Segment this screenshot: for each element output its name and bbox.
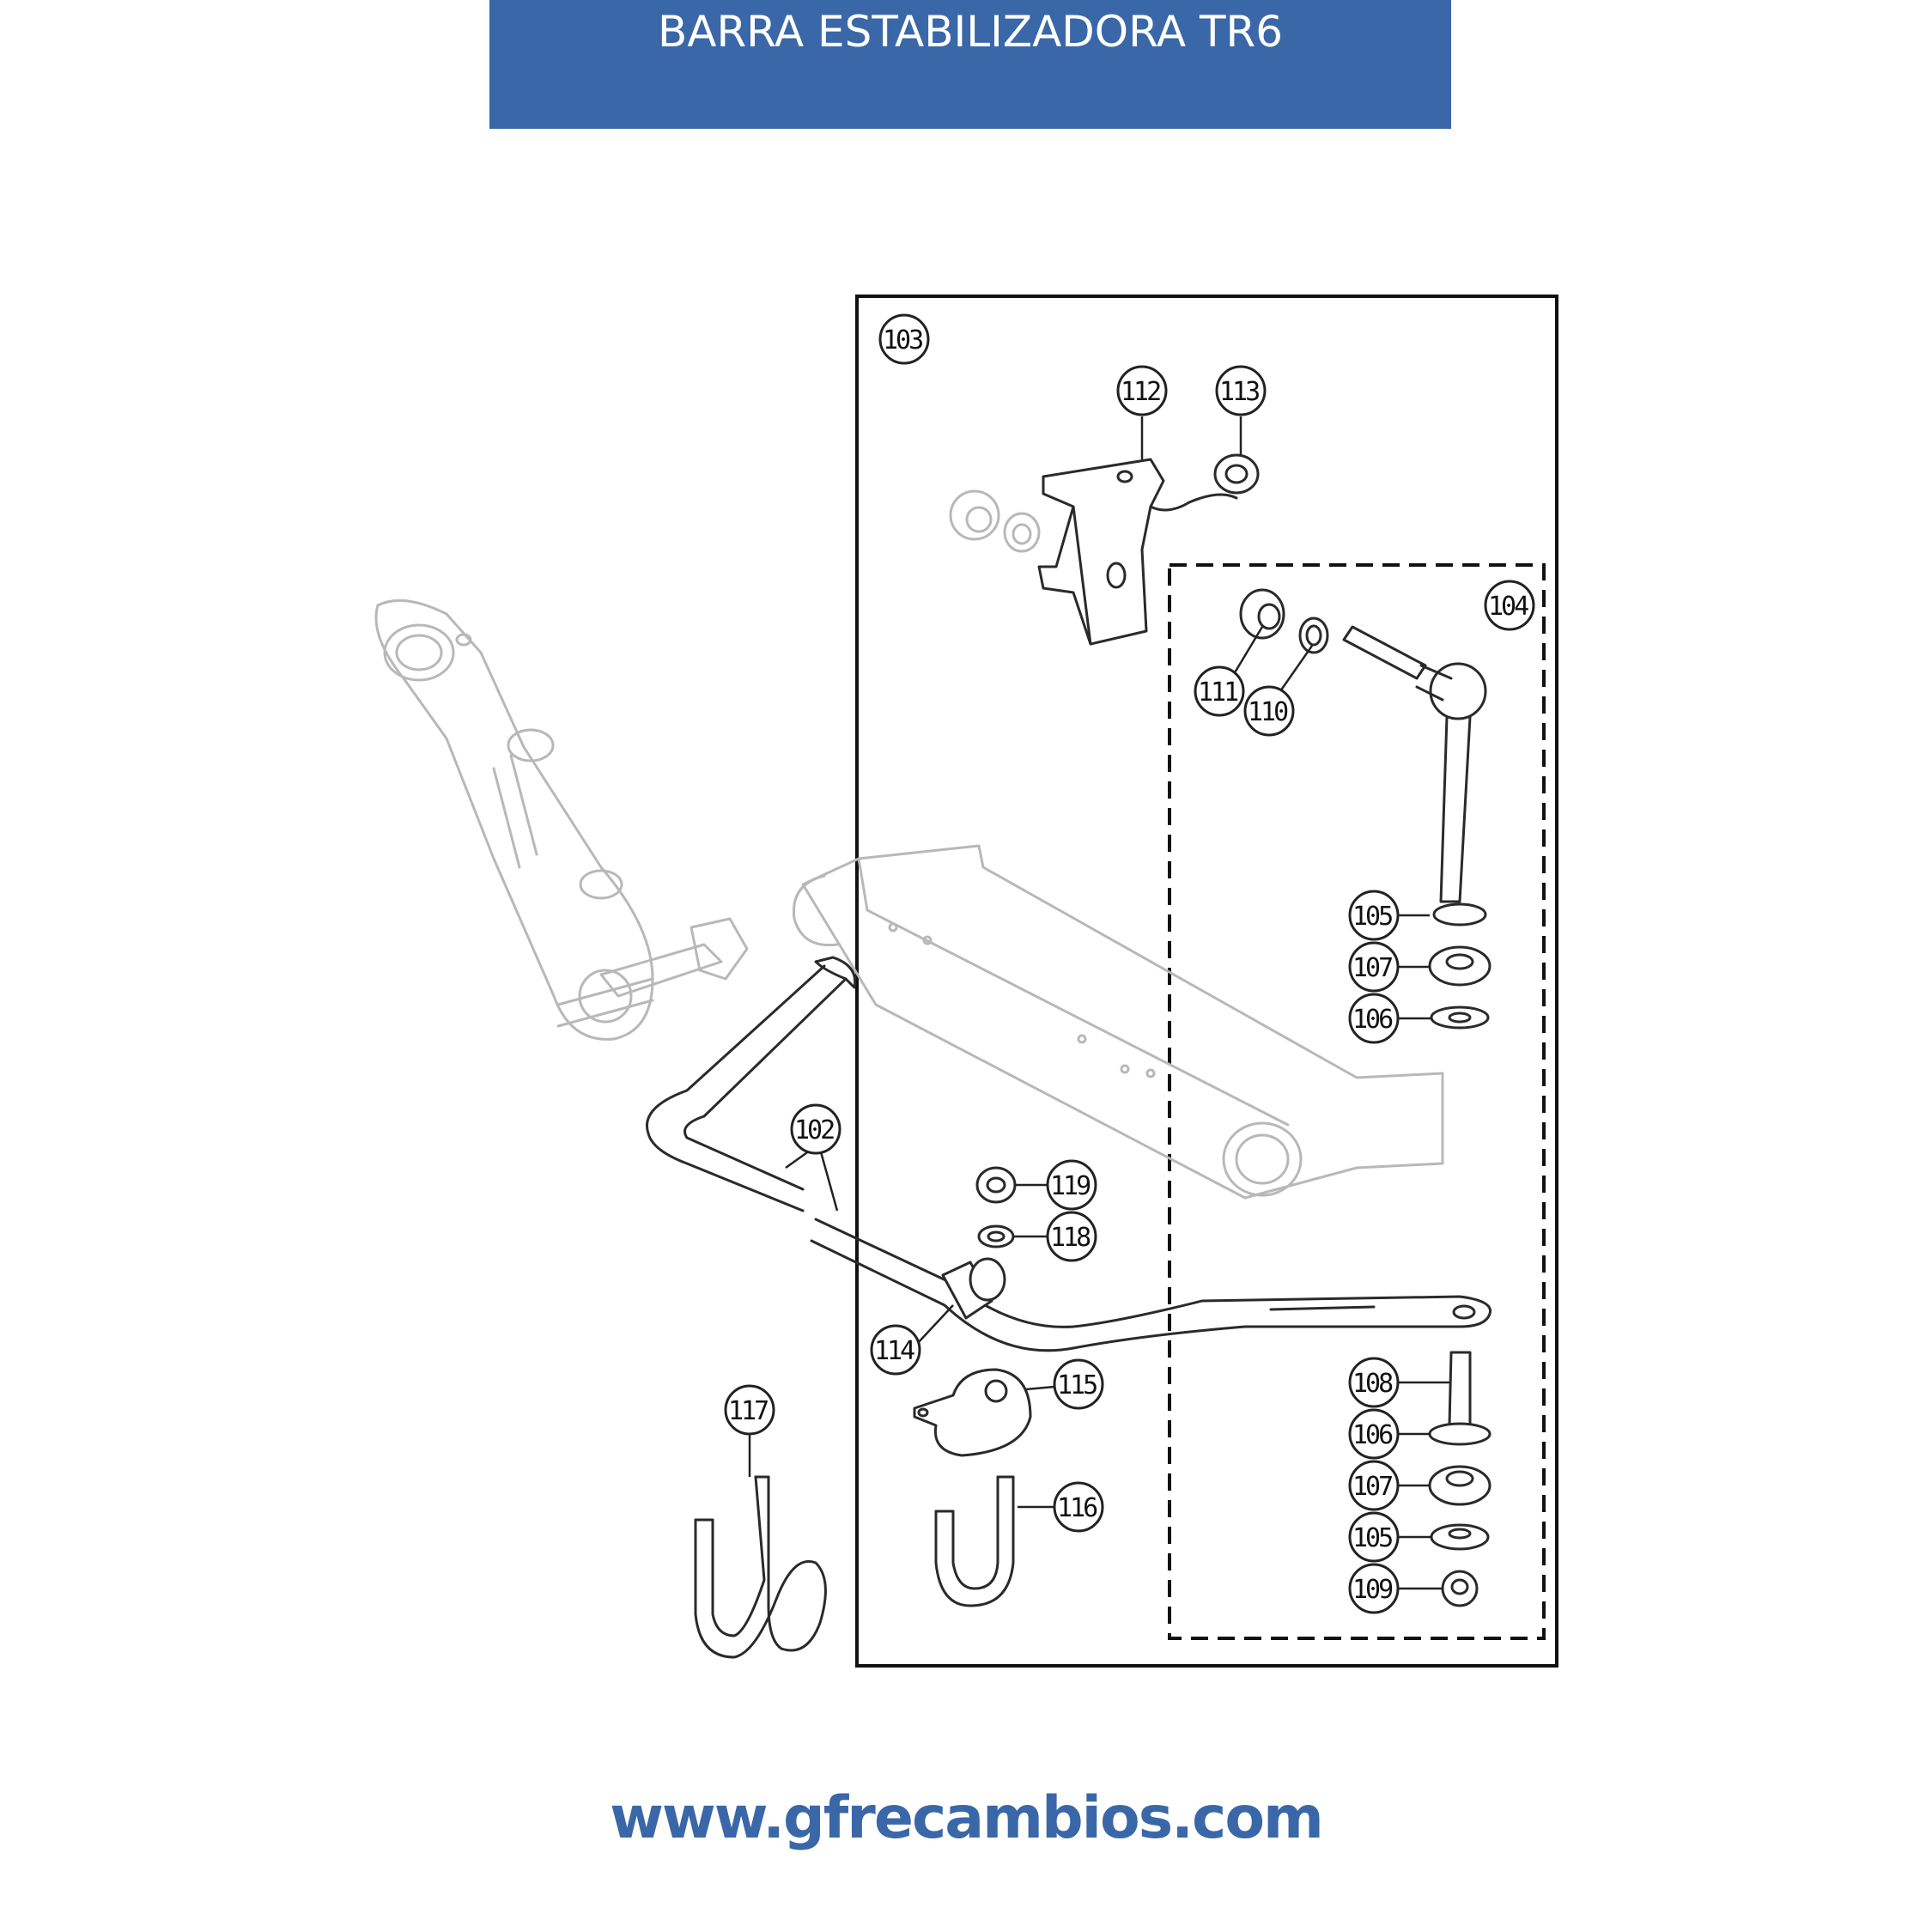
svg-text:109: 109 — [1352, 1575, 1393, 1605]
callout-117: 117 — [724, 1384, 775, 1436]
callout-102: 102 — [790, 1103, 841, 1155]
svg-text:105: 105 — [1352, 902, 1392, 932]
suspension-arm-drawing — [374, 598, 749, 1041]
title-banner: BARRA ESTABILIZADORA TR6 — [489, 0, 1451, 129]
svg-text:117: 117 — [728, 1396, 768, 1426]
svg-text:115: 115 — [1057, 1370, 1097, 1400]
kit-box-103 — [855, 295, 1558, 1668]
callout-104: 104 — [1484, 580, 1535, 631]
website-url: www.gfrecambios.com — [610, 1784, 1324, 1852]
svg-text:108: 108 — [1352, 1369, 1393, 1399]
callout-113: 113 — [1215, 365, 1267, 416]
svg-text:116: 116 — [1057, 1493, 1097, 1523]
callout-112: 112 — [1116, 365, 1168, 416]
svg-text:102: 102 — [794, 1115, 834, 1145]
leader-lines — [748, 416, 1449, 1590]
callout-105a: 105 — [1348, 890, 1400, 941]
crossmember-drawing — [792, 844, 1444, 1200]
svg-text:110: 110 — [1248, 697, 1288, 727]
callout-114: 114 — [870, 1324, 921, 1376]
callout-108: 108 — [1348, 1357, 1400, 1408]
svg-text:107: 107 — [1352, 953, 1392, 983]
clamp-115-drawing — [913, 1368, 1032, 1457]
svg-text:119: 119 — [1050, 1171, 1091, 1201]
nut-washer-drawing — [975, 1166, 1017, 1249]
u-bolt-116-drawing — [934, 1475, 1015, 1607]
svg-text:107: 107 — [1352, 1472, 1392, 1502]
svg-text:112: 112 — [1121, 377, 1160, 407]
callout-106b: 106 — [1348, 1408, 1400, 1460]
callout-118: 118 — [1046, 1211, 1097, 1262]
callout-109: 109 — [1348, 1563, 1400, 1614]
u-bolt-117-drawing — [694, 1475, 827, 1659]
anti-roll-bar-drawing — [646, 956, 1492, 1352]
kit-box-104 — [1168, 563, 1546, 1640]
svg-text:105: 105 — [1352, 1523, 1392, 1553]
page-title: BARRA ESTABILIZADORA TR6 — [657, 7, 1284, 57]
svg-text:114: 114 — [874, 1336, 914, 1366]
svg-text:103: 103 — [883, 325, 922, 355]
callout-105b: 105 — [1348, 1511, 1400, 1563]
svg-text:106: 106 — [1352, 1420, 1393, 1450]
callout-115: 115 — [1053, 1358, 1104, 1410]
svg-text:111: 111 — [1198, 677, 1238, 708]
callout-107b: 107 — [1348, 1460, 1400, 1511]
callout-116: 116 — [1053, 1481, 1104, 1533]
callout-103: 103 — [878, 313, 930, 365]
callout-111: 111 — [1194, 665, 1245, 717]
callout-106a: 106 — [1348, 993, 1400, 1044]
svg-text:118: 118 — [1050, 1223, 1091, 1253]
callout-119: 119 — [1046, 1159, 1097, 1211]
svg-text:113: 113 — [1219, 377, 1259, 407]
link-104-drawing — [1239, 588, 1492, 1607]
svg-text:104: 104 — [1488, 592, 1528, 622]
callout-110: 110 — [1243, 685, 1295, 737]
svg-text:106: 106 — [1352, 1005, 1393, 1035]
callout-107a: 107 — [1348, 941, 1400, 993]
bracket-112-drawing — [949, 453, 1260, 646]
